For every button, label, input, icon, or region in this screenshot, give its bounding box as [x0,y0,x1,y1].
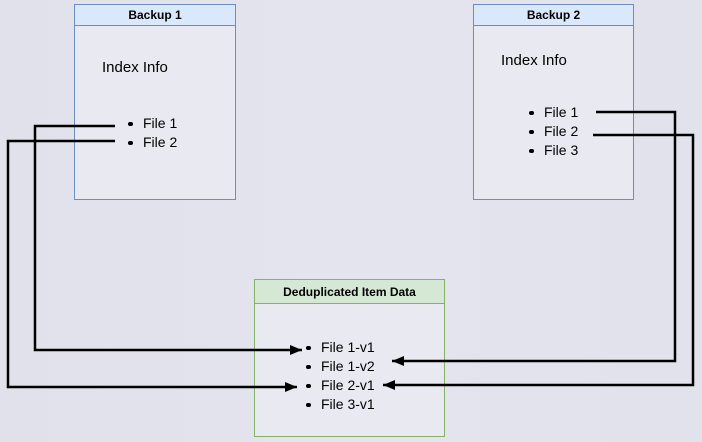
dedup-file-1v1: File 1-v1 [306,338,375,357]
backup1-subtitle: Index Info [102,59,168,76]
backup2-file-1: File 1 [529,103,578,122]
backup2-header: Backup 2 [474,5,633,26]
backup2-file-2: File 2 [529,122,578,141]
backup2-subtitle: Index Info [501,52,567,69]
dedup-file-1v2: File 1-v2 [306,357,375,376]
dedup-title: Deduplicated Item Data [283,284,416,299]
backup1-box: Backup 1 Index Info File 1 File 2 [74,4,236,200]
dedup-header: Deduplicated Item Data [255,280,444,304]
backup1-title: Backup 1 [128,8,182,22]
backup2-title: Backup 2 [526,8,581,22]
backup1-file-1: File 1 [128,114,177,133]
backup1-file-list: File 1 File 2 [128,114,177,152]
backup1-file-2: File 2 [128,133,177,152]
dedup-box: Deduplicated Item Data File 1-v1 File 1-… [254,279,445,437]
dedup-body: File 1-v1 File 1-v2 File 2-v1 File 3-v1 [255,304,444,433]
backup1-body: Index Info File 1 File 2 [75,26,235,198]
backup1-header: Backup 1 [75,5,235,26]
dedup-file-2v1: File 2-v1 [306,376,375,395]
backup2-file-list: File 1 File 2 File 3 [529,103,578,160]
dedup-file-3v1: File 3-v1 [306,395,375,414]
backup2-body: Index Info File 1 File 2 File 3 [474,26,633,198]
backup2-box: Backup 2 Index Info File 1 File 2 File 3 [473,4,634,200]
dedup-file-list: File 1-v1 File 1-v2 File 2-v1 File 3-v1 [306,338,375,414]
backup2-file-3: File 3 [529,141,578,160]
